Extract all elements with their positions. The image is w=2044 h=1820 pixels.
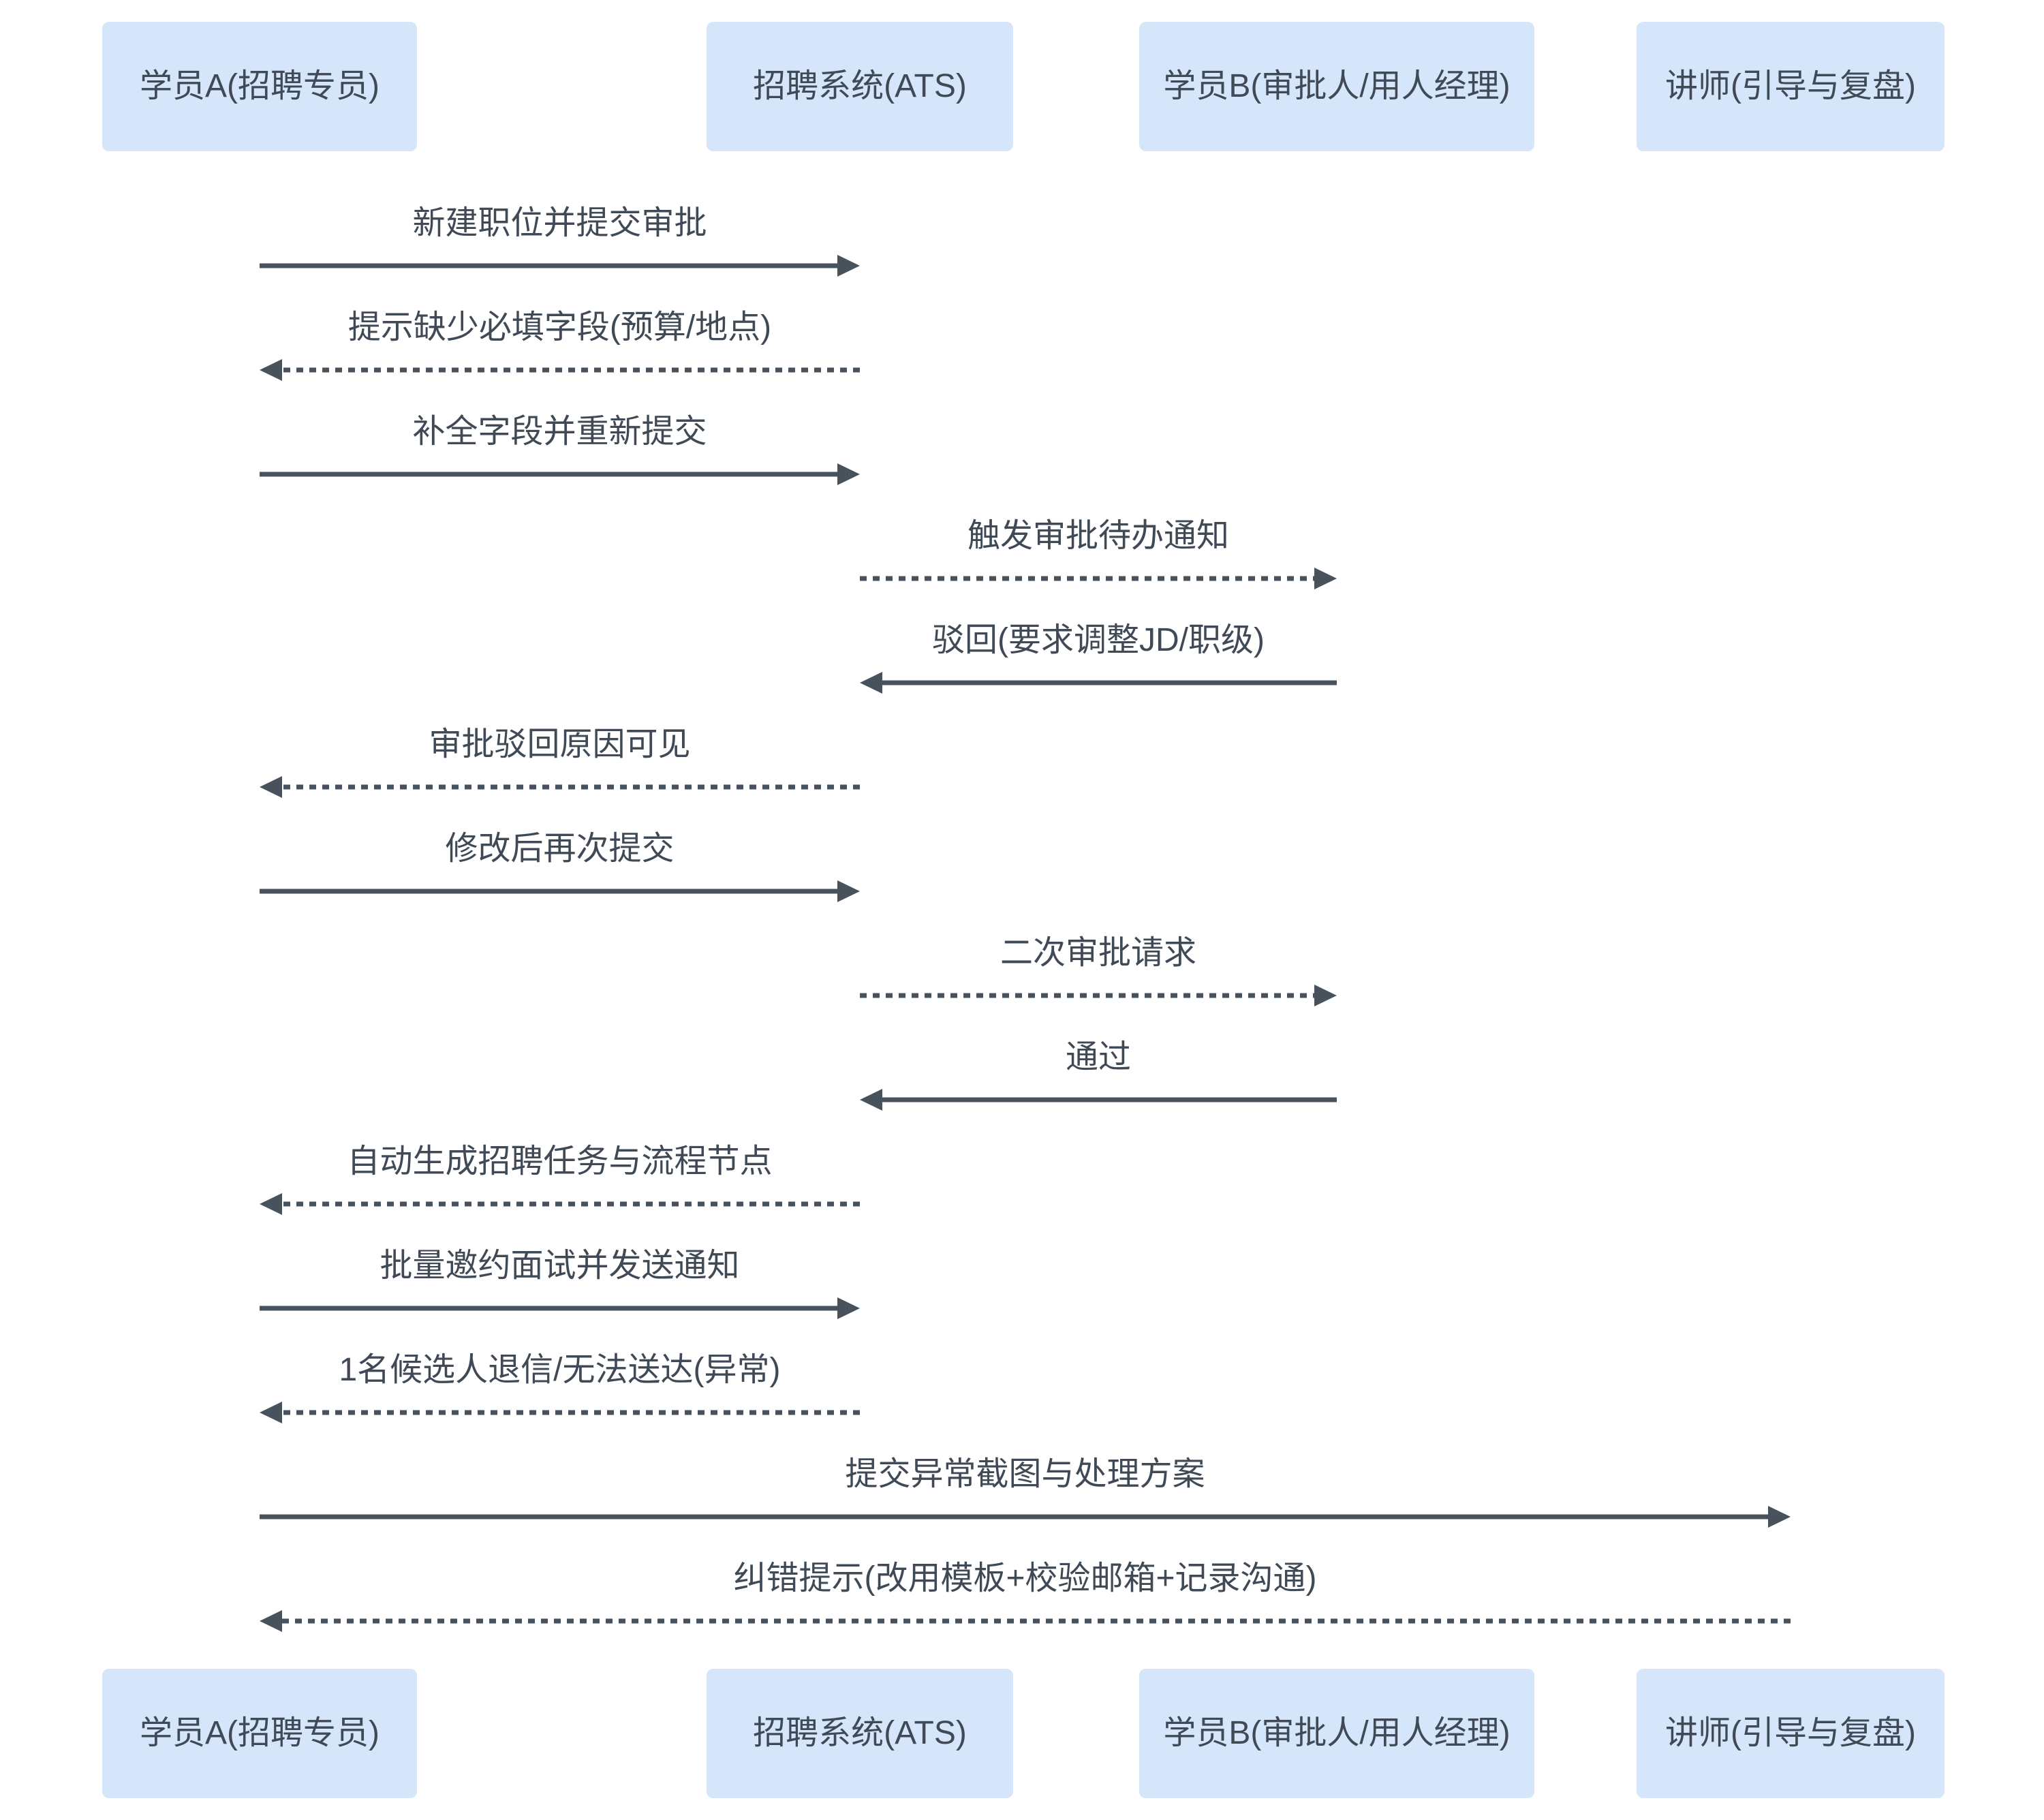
actor-bottom-T: 讲师(引导与复盘) xyxy=(1637,1669,1945,1798)
actor-bottom-A: 学员A(招聘专员) xyxy=(102,1669,417,1798)
message-7-label: 修改后再次提交 xyxy=(445,831,675,867)
message-9-arrow xyxy=(860,1089,1337,1111)
message-12-arrow xyxy=(260,1402,860,1423)
message-12-label: 1名候选人退信/无法送达(异常) xyxy=(339,1352,781,1388)
message-11-label: 批量邀约面试并发送通知 xyxy=(380,1248,740,1284)
message-5-arrow xyxy=(860,672,1337,694)
message-8-arrow xyxy=(860,985,1337,1006)
message-10-label: 自动生成招聘任务与流程节点 xyxy=(347,1143,773,1179)
message-13-label: 提交异常截图与处理方案 xyxy=(845,1456,1205,1492)
message-1-arrow xyxy=(260,255,860,277)
actor-label: 讲师(引导与复盘) xyxy=(1665,68,1916,105)
actor-label: 学员B(审批人/用人经理) xyxy=(1163,68,1511,105)
arrowhead-icon xyxy=(1768,1506,1791,1528)
arrowhead-icon xyxy=(860,672,882,694)
message-6-arrow xyxy=(260,776,860,798)
arrowhead-icon xyxy=(1314,568,1337,589)
arrowhead-icon xyxy=(260,1610,282,1632)
message-2-arrow xyxy=(260,359,860,381)
message-9-label: 通过 xyxy=(1065,1039,1131,1075)
message-3-label: 补全字段并重新提交 xyxy=(412,414,707,450)
message-2-label: 提示缺少必填字段(预算/地点) xyxy=(347,309,772,345)
message-7-arrow xyxy=(260,880,860,902)
arrowhead-icon xyxy=(1314,985,1337,1006)
arrowhead-icon xyxy=(260,1402,282,1423)
message-5-label: 驳回(要求调整JD/职级) xyxy=(932,622,1265,658)
message-8-label: 二次审批请求 xyxy=(1000,935,1196,971)
actor-label: 讲师(引导与复盘) xyxy=(1665,1715,1916,1752)
message-1-label: 新建职位并提交审批 xyxy=(412,205,707,241)
arrowhead-icon xyxy=(837,255,860,277)
arrowhead-icon xyxy=(837,463,860,485)
actor-label: 招聘系统(ATS) xyxy=(753,68,967,105)
message-14-label: 纠错提示(改用模板+校验邮箱+记录沟通) xyxy=(733,1560,1317,1597)
message-4-label: 触发审批待办通知 xyxy=(967,518,1229,554)
actor-label: 学员A(招聘专员) xyxy=(140,1715,380,1752)
arrowhead-icon xyxy=(860,1089,882,1111)
message-4-arrow xyxy=(860,568,1337,589)
arrowhead-icon xyxy=(837,880,860,902)
arrowhead-icon xyxy=(837,1297,860,1319)
message-6-label: 审批驳回原因可见 xyxy=(429,726,691,762)
actor-top-T: 讲师(引导与复盘) xyxy=(1637,22,1945,151)
message-14-arrow xyxy=(260,1610,1791,1632)
actor-label: 学员A(招聘专员) xyxy=(140,68,380,105)
actor-bottom-ATS: 招聘系统(ATS) xyxy=(707,1669,1013,1798)
actor-top-ATS: 招聘系统(ATS) xyxy=(707,22,1013,151)
actor-bottom-B: 学员B(审批人/用人经理) xyxy=(1139,1669,1534,1798)
message-3-arrow xyxy=(260,463,860,485)
actor-top-A: 学员A(招聘专员) xyxy=(102,22,417,151)
arrowhead-icon xyxy=(260,359,282,381)
arrowhead-icon xyxy=(260,1193,282,1215)
actor-label: 招聘系统(ATS) xyxy=(753,1715,967,1752)
arrowhead-icon xyxy=(260,776,282,798)
message-10-arrow xyxy=(260,1193,860,1215)
message-11-arrow xyxy=(260,1297,860,1319)
actor-top-B: 学员B(审批人/用人经理) xyxy=(1139,22,1534,151)
message-13-arrow xyxy=(260,1506,1791,1528)
actor-label: 学员B(审批人/用人经理) xyxy=(1163,1715,1511,1752)
